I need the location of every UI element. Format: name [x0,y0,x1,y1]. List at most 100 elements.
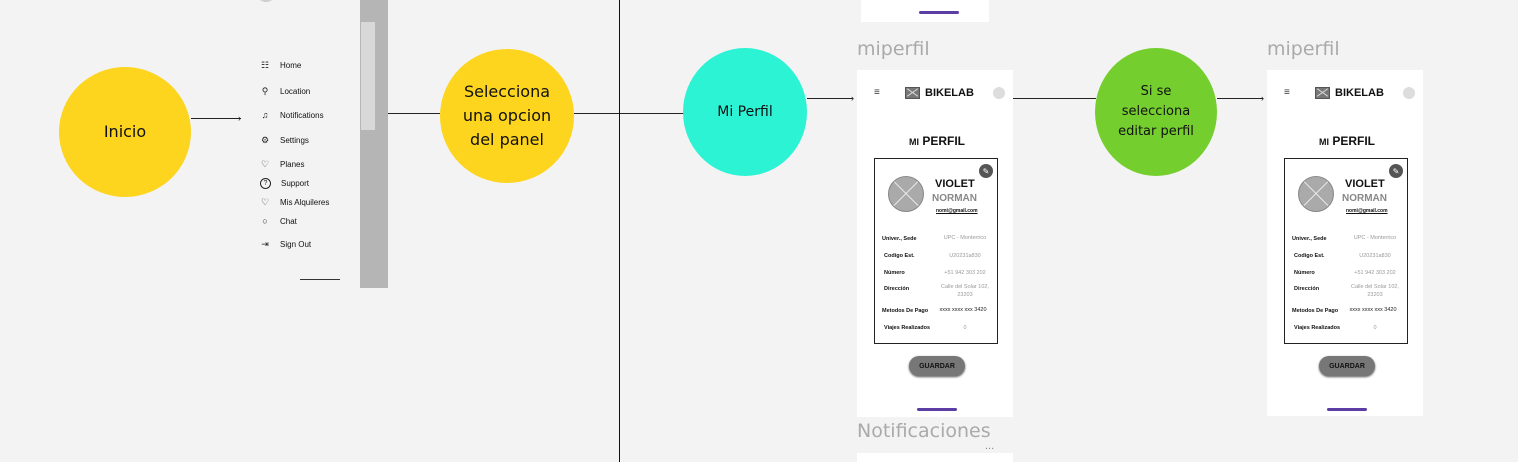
menu-item-label: Support [281,179,310,188]
row-key: Metodos De Pago [882,308,929,314]
node-sise-line: selecciona [1121,104,1191,119]
location-pin-icon: ⚲ [261,86,269,96]
row-value: +51 942 303 202 [1354,270,1396,276]
menu-item-label: Chat [280,216,297,226]
menu-item-label: Home [280,61,302,70]
node-si-se-selecciona: Si se selecciona editar perfil [1095,48,1217,176]
menu-item-planes[interactable]: ♡ Planes [258,159,305,170]
node-selecciona-line: Selecciona [463,82,551,101]
bell-icon: ♫ [261,110,269,120]
last-name: NORMAN [1342,193,1387,204]
profile-frame-1: ≡ BIKELAB MI PERFIL ✎ VIOLET NORMAN nomi… [857,70,1013,417]
brand-name: BIKELAB [1335,87,1384,99]
edit-pencil-icon[interactable]: ✎ [1389,164,1403,178]
arrowhead: › [851,93,854,103]
menu-item-label: Settings [280,136,309,145]
menu-item-sign-out[interactable]: ⇥ Sign Out [258,239,311,250]
help-icon: ? [260,178,271,189]
brand-logo: BIKELAB [905,87,974,99]
user-avatar-icon[interactable] [993,87,1005,99]
profile-photo [888,176,924,212]
image-placeholder-icon [905,87,920,99]
arrowhead: › [1261,93,1264,103]
profile-card: ✎ VIOLET NORMAN nomi@gmail.com Univer., … [1284,158,1408,344]
edit-pencil-icon[interactable]: ✎ [979,164,993,178]
row-key: Viajes Realizados [884,325,931,331]
brand-logo: BIKELAB [1315,87,1384,99]
row-key: Univer., Sede [882,236,917,242]
row-key: Dirección [1294,286,1320,292]
page-title-big: PERFIL [922,134,966,148]
first-name: VIOLET [1345,178,1385,190]
hamburger-icon[interactable]: ≡ [1284,87,1290,98]
home-indicator [1327,408,1367,411]
node-sise-line: Si se [1140,84,1172,99]
node-inicio: Inicio [59,67,191,197]
menu-item-chat[interactable]: ○ Chat [258,216,297,226]
connector-menu-selecciona [388,113,440,114]
menu-item-location[interactable]: ⚲ Location [258,86,311,97]
sign-out-icon: ⇥ [261,239,269,249]
node-selecciona-line: una opcion [462,106,552,125]
row-value: +51 942 303 202 [944,270,986,276]
save-button[interactable]: GUARDAR [909,356,965,376]
connector-miperfil-frame1 [807,98,853,99]
menu-item-mis-alquileres[interactable]: ♡ Mis Alquileres [258,197,329,208]
page-title-small: MI [909,137,919,147]
row-value: xxxx xxxx xxx 3420 [1349,307,1397,313]
row-key: Número [1294,270,1315,276]
email: nomi@gmail.com [1346,208,1388,214]
home-indicator [917,408,957,411]
row-key: Metodos De Pago [1292,308,1339,314]
row-value: xxxx xxxx xxx 3420 [939,307,987,313]
image-placeholder-icon [1315,87,1330,99]
menu-item-home[interactable]: ☷ Home [258,60,301,71]
node-selecciona: Selecciona una opcion del panel [440,49,574,183]
node-inicio-label: Inicio [103,122,147,141]
user-avatar-icon[interactable] [1403,87,1415,99]
profile-card: ✎ VIOLET NORMAN nomi@gmail.com Univer., … [874,158,998,344]
home-indicator [300,279,340,280]
users-icon: ☷ [260,60,270,70]
hamburger-icon[interactable]: ≡ [874,87,880,98]
profile-frame-2: ≡ BIKELAB MI PERFIL ✎ VIOLET NORMAN nomi… [1267,70,1423,416]
row-value: 0 [1373,325,1377,331]
email: nomi@gmail.com [936,208,978,214]
row-value: UPC - Monterrico [943,235,987,241]
connector-selecciona-miperfil [574,113,684,114]
page-title: MI PERFIL [1319,134,1375,148]
row-key: Univer., Sede [1292,236,1327,242]
menu-item-label: Notifications [280,110,324,120]
last-name: NORMAN [932,193,977,204]
menu-item-label: Planes [280,160,305,169]
menu-item-label: Sign Out [280,240,312,249]
row-value: U20231a830 [1359,253,1391,259]
frame-title: miperfil [1267,38,1340,60]
frame-title: miperfil [857,38,930,60]
page-title-big: PERFIL [1332,134,1376,148]
frame-title: Notificaciones [857,420,991,442]
save-button[interactable]: GUARDAR [1319,356,1375,376]
menu-item-support[interactable]: ? Support [258,178,309,189]
row-key: Viajes Realizados [1294,325,1341,331]
brand-name: BIKELAB [925,87,974,99]
chat-icon: ○ [262,216,268,226]
menu-item-label: Location [280,87,311,96]
menu-item-label: Mis Alquileres [280,198,330,207]
section-divider [619,0,620,462]
row-key: Dirección [884,286,910,292]
row-key: Codigo Est. [1294,253,1325,259]
more-options-icon[interactable]: ... [985,440,995,452]
page-title: MI PERFIL [909,134,965,148]
row-value: UPC - Monterrico [1353,235,1397,241]
menu-item-settings[interactable]: ⚙ Settings [258,135,309,146]
frame-stub-bar [919,11,959,14]
arrowhead: › [238,113,241,123]
node-sise-line: editar perfil [1118,124,1194,139]
top-avatar-stub [256,0,276,2]
map-preview-inner [361,22,375,130]
row-key: Número [884,270,905,276]
menu-item-notifications[interactable]: ♫ Notifications [258,110,324,120]
row-value: 0 [963,325,967,331]
row-value: U20231a830 [949,253,981,259]
